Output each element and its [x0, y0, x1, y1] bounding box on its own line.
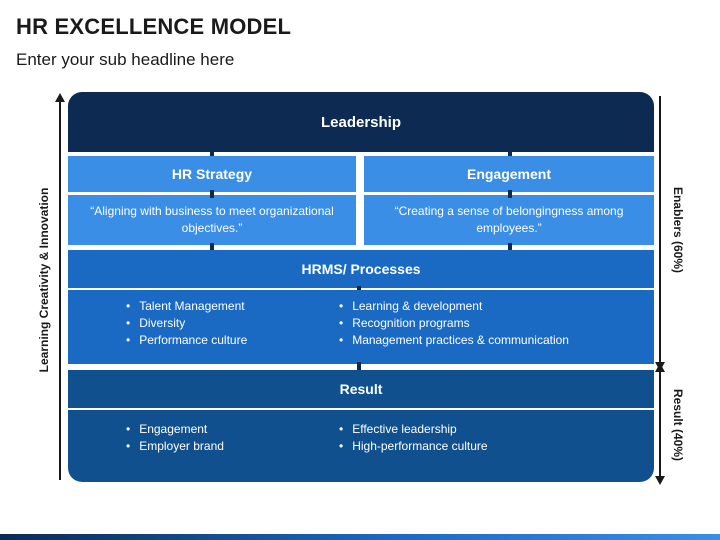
- connector-line: [210, 243, 214, 252]
- connector-line: [357, 286, 361, 292]
- result-header: Result: [68, 370, 654, 408]
- result-arrow: [655, 363, 665, 485]
- connector-line: [357, 362, 361, 372]
- enablers-arrow: [655, 96, 665, 371]
- hr-strategy-quote: “Aligning with business to meet organiza…: [90, 204, 334, 235]
- left-up-arrow: [55, 93, 65, 480]
- page-title: HR EXCELLENCE MODEL: [16, 14, 292, 39]
- hr-strategy-header: HR Strategy: [68, 156, 356, 192]
- hrms-label: HRMS/ Processes: [301, 261, 421, 277]
- connector-line: [508, 243, 512, 252]
- engagement-body: “Creating a sense of belongingness among…: [364, 195, 654, 245]
- arrow-head-up-icon: [55, 93, 65, 102]
- engagement-header: Engagement: [364, 156, 654, 192]
- list-item: Effective leadership: [339, 421, 488, 438]
- list-item: Talent Management: [126, 298, 247, 315]
- bottom-accent-bar: [0, 534, 720, 540]
- result-list-left: Engagement Employer brand: [126, 421, 224, 455]
- hrms-list-right: Learning & development Recognition progr…: [339, 298, 569, 349]
- leadership-label: Leadership: [320, 113, 402, 131]
- engagement-quote: “Creating a sense of belongingness among…: [394, 204, 624, 235]
- leadership-block: Leadership: [68, 92, 654, 152]
- learning-creativity-label: Learning Creativity & Innovation: [37, 187, 51, 373]
- result-percent-label: Result (40%): [671, 388, 685, 462]
- list-item: Performance culture: [126, 332, 247, 349]
- list-item: High-performance culture: [339, 438, 487, 455]
- list-item: Engagement: [126, 421, 224, 438]
- result-label: Result: [339, 381, 383, 397]
- connector-line: [210, 150, 214, 158]
- list-item: Recognition programs: [339, 315, 569, 332]
- result-body: Engagement Employer brand Effective lead…: [68, 410, 654, 482]
- connector-line: [508, 190, 512, 198]
- connector-line: [508, 150, 512, 158]
- hrms-body: Talent Management Diversity Performance …: [68, 290, 654, 364]
- enablers-label: Enablers (60%): [671, 186, 685, 274]
- engagement-label: Engagement: [466, 166, 551, 182]
- hrms-header: HRMS/ Processes: [68, 250, 654, 288]
- arrow-head-up-icon: [655, 363, 665, 372]
- list-item: Employer brand: [126, 438, 224, 455]
- arrow-head-down-icon: [655, 476, 665, 485]
- page-subtitle: Enter your sub headline here: [16, 50, 235, 69]
- list-item: Diversity: [126, 315, 247, 332]
- hrms-list-left: Talent Management Diversity Performance …: [126, 298, 247, 349]
- connector-line: [210, 190, 214, 198]
- list-item: Management practices & communication: [339, 332, 569, 349]
- list-item: Learning & development: [339, 298, 569, 315]
- hr-strategy-label: HR Strategy: [171, 166, 253, 182]
- hr-strategy-body: “Aligning with business to meet organiza…: [68, 195, 356, 245]
- result-list-right: Effective leadership High-performance cu…: [339, 421, 488, 455]
